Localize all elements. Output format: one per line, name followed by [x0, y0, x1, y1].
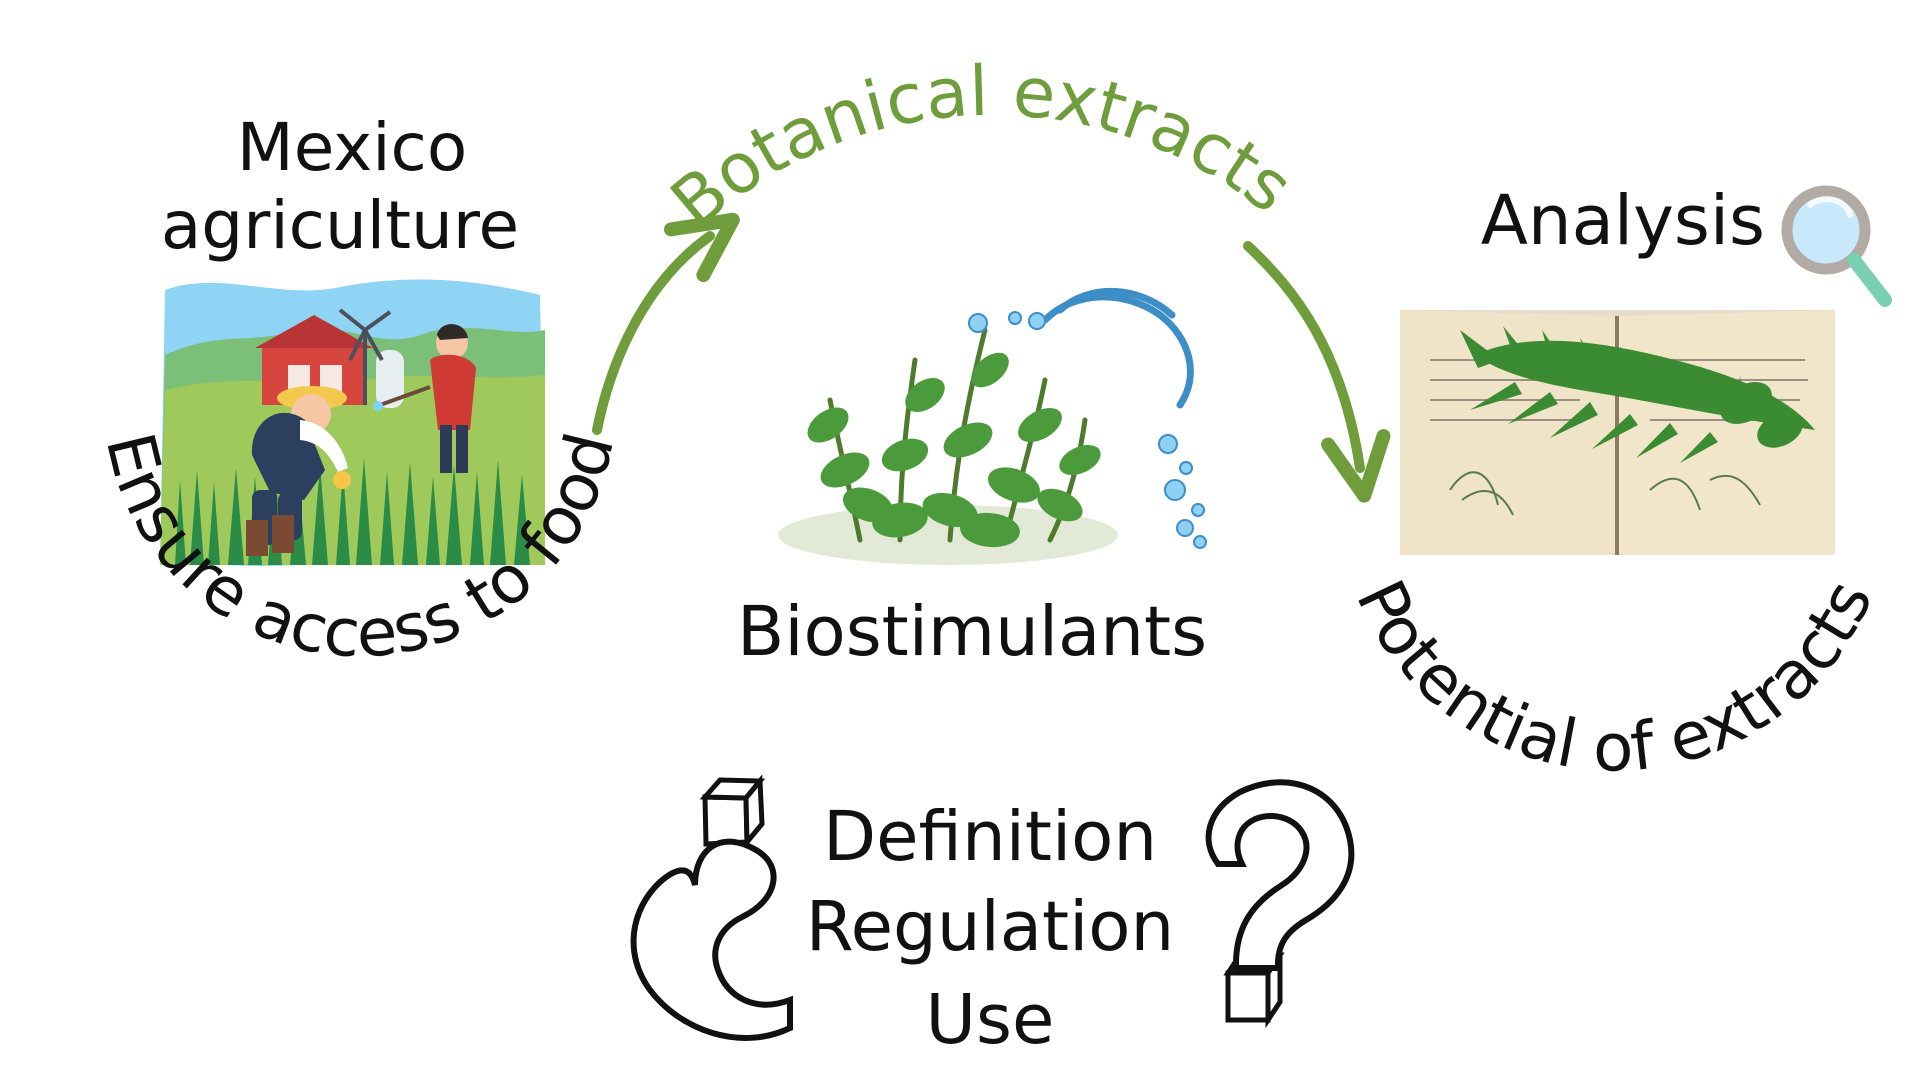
herbarium-book-icon [1400, 310, 1835, 555]
question-mark-icon [1205, 779, 1355, 1029]
use-label: Use [926, 980, 1055, 1060]
analysis-label: Analysis [1481, 181, 1765, 261]
regulation-label: Regulation [806, 887, 1174, 967]
mint-plant-water-icon [778, 288, 1207, 565]
magnifying-glass-icon [1781, 185, 1892, 307]
mexico-agriculture-line-2: agriculture [161, 187, 519, 264]
arrow-right [1243, 241, 1391, 503]
farm-illustration-icon [160, 279, 545, 566]
mexico-agriculture-line-1: Mexico [237, 109, 467, 186]
question-list: Definition Regulation Use [806, 797, 1174, 1060]
definition-label: Definition [823, 797, 1157, 877]
botanical-extracts-label: Botanical extracts [657, 52, 1307, 244]
mexico-agriculture-label: Mexico agriculture [161, 109, 519, 264]
botanical-extracts-text: Botanical extracts [657, 52, 1307, 244]
inverted-question-mark-icon [630, 774, 793, 1041]
arrow-left [592, 212, 740, 435]
biostimulants-label: Biostimulants [737, 592, 1207, 672]
potential-extracts-label: Potential of extracts [1341, 569, 1887, 787]
potential-extracts-text: Potential of extracts [1341, 569, 1887, 787]
